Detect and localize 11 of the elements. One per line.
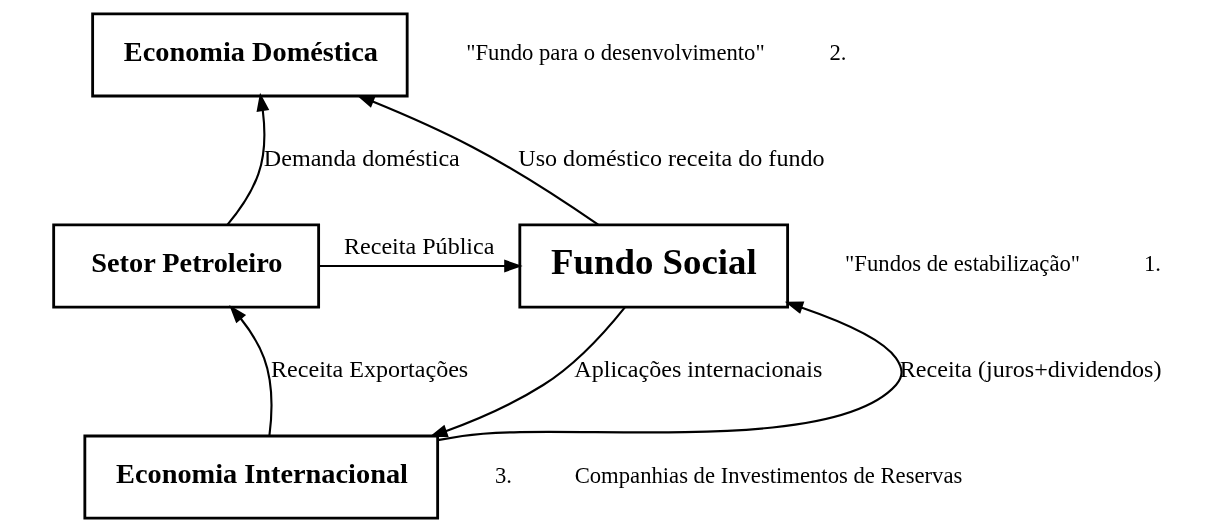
label: 2.: [828, 40, 846, 66]
label: 3.: [494, 462, 512, 488]
label: 1.: [1143, 251, 1161, 277]
label: "Fundos de estabilização": [844, 251, 1080, 277]
edge-label: Uso doméstico receita do fundo: [517, 145, 825, 172]
edge-label: Demanda doméstica: [263, 145, 460, 172]
label: Companhias de Investimentos de Reservas: [574, 462, 962, 488]
edge-label: Receita Pública: [343, 233, 494, 260]
edge-label: Aplicações internacionais: [573, 356, 822, 383]
edge-label: Receita Exportações: [270, 356, 468, 383]
label: "Fundo para o desenvolvimento": [465, 40, 765, 66]
